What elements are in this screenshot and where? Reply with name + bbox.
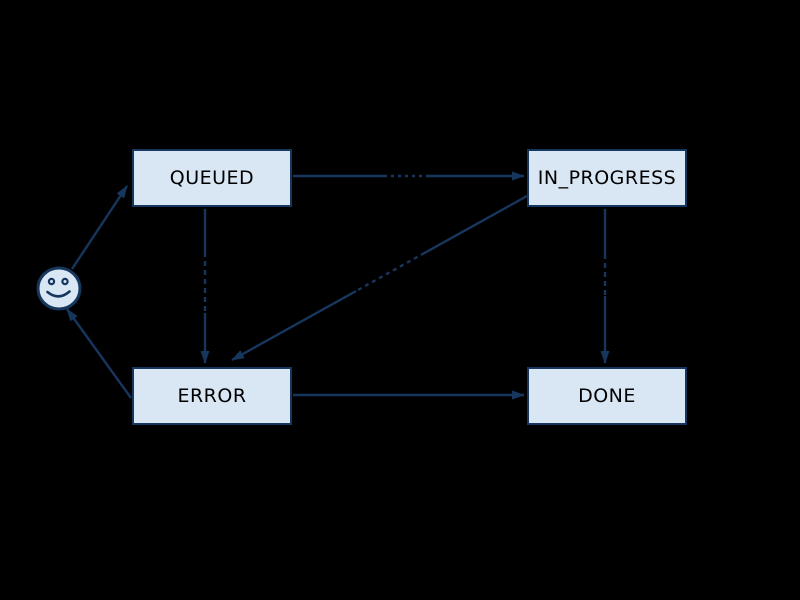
- initial-state-node: [35, 264, 83, 312]
- edge-error-to-start: [66, 308, 132, 399]
- state-node-in-progress: IN_PROGRESS: [527, 149, 687, 207]
- state-node-queued: QUEUED: [132, 149, 292, 207]
- state-label-error: ERROR: [177, 385, 247, 407]
- state-label-queued: QUEUED: [169, 167, 255, 189]
- edge-in-progress-to-error: [231, 194, 528, 362]
- state-node-done: DONE: [527, 367, 687, 425]
- state-label-in-progress: IN_PROGRESS: [537, 167, 677, 189]
- edge-start-to-queued: [70, 185, 129, 270]
- state-node-error: ERROR: [132, 367, 292, 425]
- state-label-done: DONE: [578, 385, 636, 407]
- smiley-face-icon: [36, 266, 82, 311]
- edge-label-notches-in-progress-error: [355, 253, 422, 293]
